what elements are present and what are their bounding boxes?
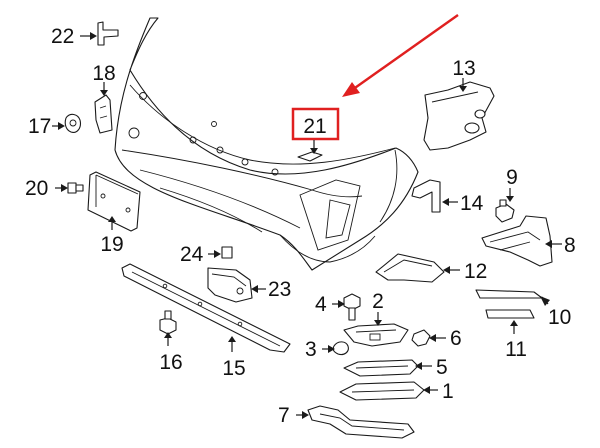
callout-10: 10 bbox=[548, 306, 571, 329]
callout-24: 24 bbox=[180, 243, 204, 266]
callout-5: 5 bbox=[436, 356, 448, 379]
part-20: 20 bbox=[25, 177, 84, 200]
callout-7: 7 bbox=[278, 404, 290, 427]
part-12: 12 bbox=[375, 253, 487, 283]
callout-1: 1 bbox=[442, 380, 454, 403]
callout-12: 12 bbox=[464, 260, 487, 283]
callout-18: 18 bbox=[92, 62, 115, 85]
callout-8: 8 bbox=[564, 234, 576, 257]
part-14: 14 bbox=[411, 179, 484, 215]
part-9: 9 bbox=[495, 166, 518, 223]
callout-9: 9 bbox=[506, 166, 518, 189]
callout-23: 23 bbox=[268, 278, 291, 301]
callout-22: 22 bbox=[51, 25, 74, 48]
highlight-arrow bbox=[342, 14, 459, 97]
part-22: 22 bbox=[51, 21, 119, 48]
callout-19: 19 bbox=[100, 233, 123, 256]
part-2: 2 bbox=[343, 290, 409, 347]
part-23: 23 bbox=[207, 267, 291, 303]
part-10: 10 bbox=[475, 289, 571, 329]
part-13: 13 bbox=[423, 57, 495, 151]
part-5: 5 bbox=[343, 356, 448, 379]
part-11: 11 bbox=[485, 309, 535, 361]
part-1: 1 bbox=[339, 380, 454, 403]
part-17: 17 bbox=[28, 113, 81, 138]
part-4: 4 bbox=[315, 293, 361, 321]
callout-3: 3 bbox=[305, 338, 317, 361]
part-24: 24 bbox=[180, 243, 233, 266]
part-6: 6 bbox=[411, 327, 462, 350]
callout-4: 4 bbox=[315, 293, 327, 316]
part-21: 21 bbox=[291, 107, 340, 162]
callout-2: 2 bbox=[372, 290, 384, 313]
callout-21: 21 bbox=[303, 115, 326, 138]
bumper-cover bbox=[114, 17, 419, 271]
part-8: 8 bbox=[481, 215, 576, 267]
highlight-box bbox=[291, 107, 340, 141]
part-18: 18 bbox=[92, 62, 116, 134]
callout-6: 6 bbox=[450, 327, 462, 350]
callout-13: 13 bbox=[452, 57, 475, 80]
callout-15: 15 bbox=[222, 357, 245, 380]
callout-20: 20 bbox=[25, 177, 48, 200]
callout-14: 14 bbox=[460, 192, 484, 215]
part-15: 15 bbox=[121, 263, 291, 380]
callout-11: 11 bbox=[505, 338, 527, 361]
part-3: 3 bbox=[305, 338, 349, 361]
part-16: 16 bbox=[159, 310, 183, 374]
callout-17: 17 bbox=[28, 115, 51, 138]
part-7: 7 bbox=[278, 404, 415, 439]
callout-16: 16 bbox=[159, 351, 182, 374]
part-19: 19 bbox=[87, 171, 141, 256]
